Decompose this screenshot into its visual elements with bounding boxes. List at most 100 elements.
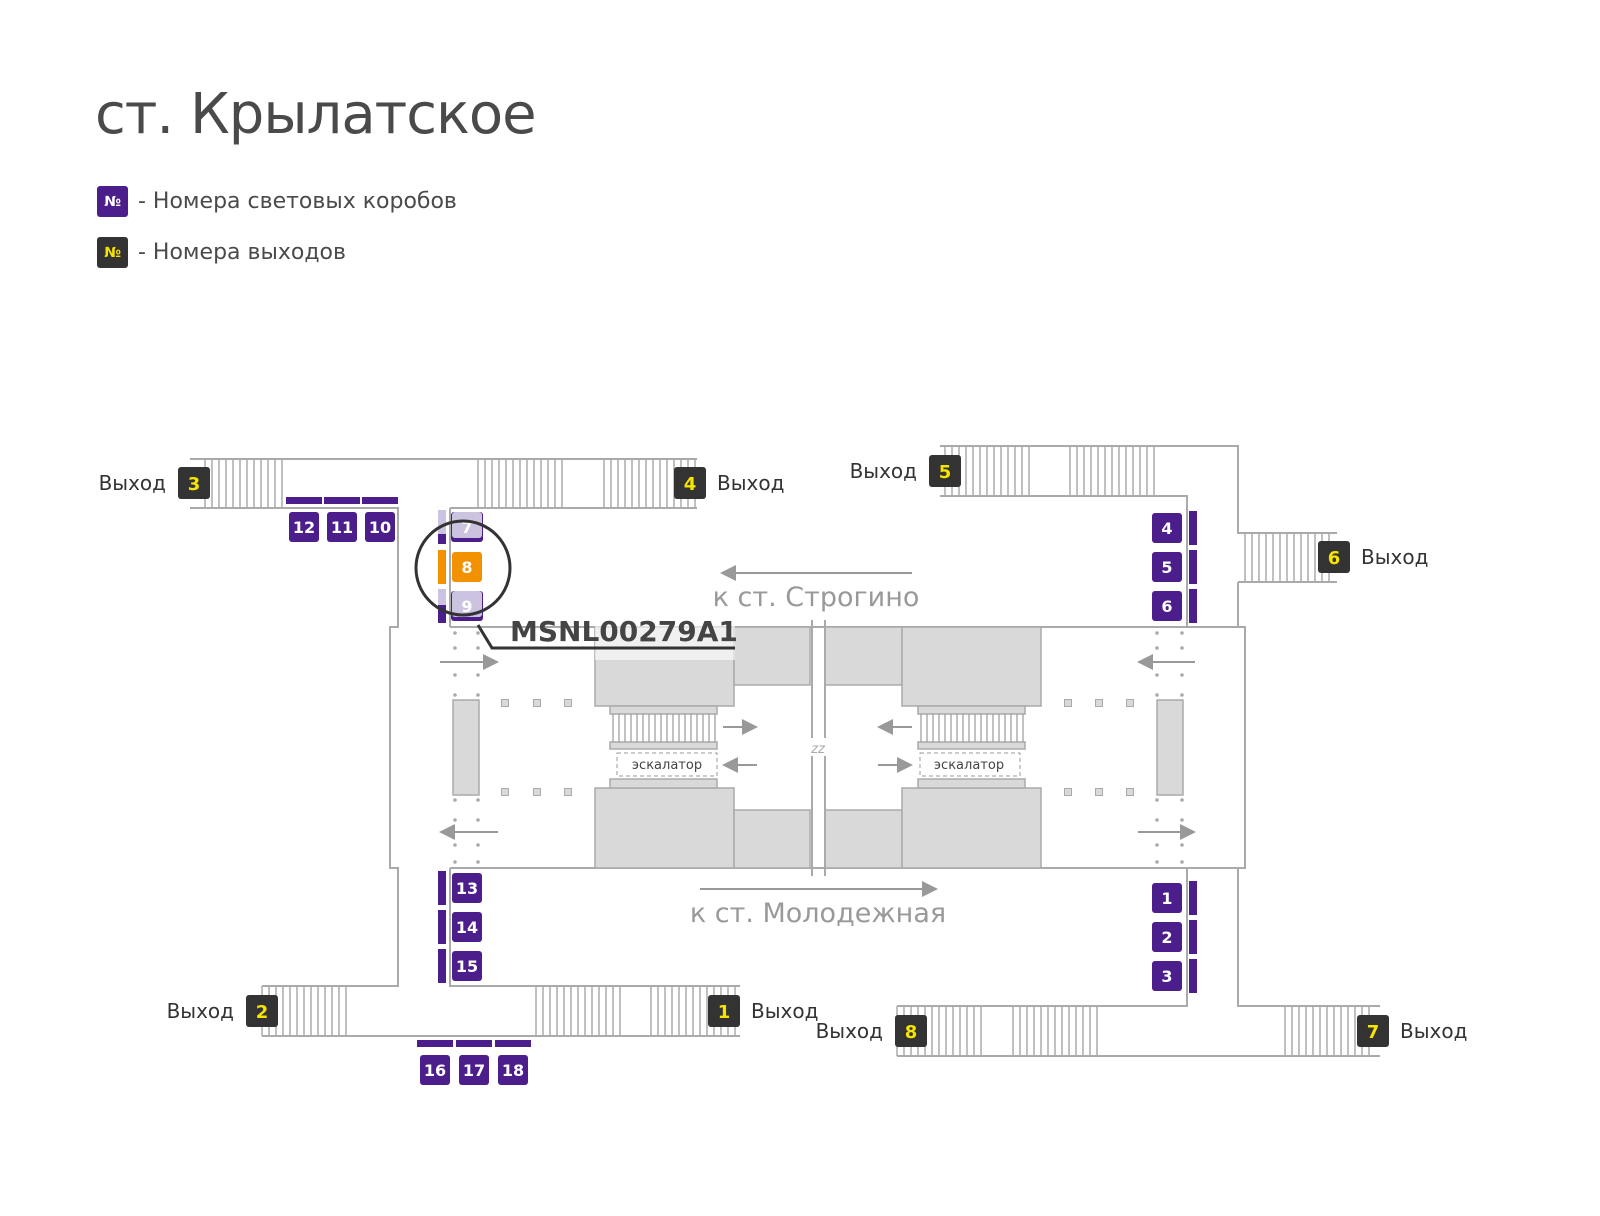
lightbox-number: 5 bbox=[1161, 558, 1172, 577]
lightbox-bar bbox=[438, 910, 446, 944]
lightbox-bar bbox=[438, 589, 446, 623]
lightbox-17[interactable]: 17 bbox=[456, 1040, 492, 1085]
lightbox-number: 11 bbox=[331, 518, 353, 537]
lightbox-16[interactable]: 16 bbox=[417, 1040, 453, 1085]
lightbox-number: 6 bbox=[1161, 597, 1172, 616]
lightbox-bar bbox=[1189, 550, 1197, 584]
exit-8[interactable]: 8 Выход bbox=[816, 1015, 927, 1047]
callout-line bbox=[476, 624, 735, 650]
lightbox-11[interactable]: 11 bbox=[324, 497, 360, 542]
exit-badge bbox=[246, 995, 278, 1027]
lightbox-12[interactable]: 12 bbox=[286, 497, 322, 542]
lightbox-9[interactable]: 9 bbox=[438, 589, 483, 623]
direction-strogino: к ст. Строгино bbox=[713, 582, 920, 613]
lightbox-2[interactable]: 2 bbox=[1152, 920, 1197, 954]
lightbox-number: 14 bbox=[456, 918, 478, 937]
lightbox-legend-swatch: № bbox=[97, 186, 128, 217]
legend-exits: № - Номера выходов bbox=[97, 237, 346, 268]
column bbox=[1064, 788, 1072, 796]
column bbox=[533, 788, 541, 796]
lightbox-number: 1 bbox=[1161, 889, 1172, 908]
escalator-label-right: эскалатор bbox=[934, 758, 1004, 773]
exit-number: 7 bbox=[1367, 1022, 1380, 1043]
exit-number: 1 bbox=[718, 1002, 731, 1023]
column bbox=[1126, 788, 1134, 796]
lightbox-bar bbox=[362, 497, 398, 504]
lightbox-bar bbox=[417, 1040, 453, 1047]
exit-badge bbox=[708, 995, 740, 1027]
column bbox=[564, 788, 572, 796]
lightbox-14[interactable]: 14 bbox=[438, 910, 482, 944]
exit-label: Выход bbox=[850, 459, 917, 483]
legend-label: - Номера выходов bbox=[138, 240, 346, 265]
exit-1[interactable]: 1 Выход bbox=[708, 995, 818, 1027]
exit-label: Выход bbox=[751, 999, 818, 1023]
lightbox-3[interactable]: 3 bbox=[1152, 959, 1197, 993]
center-gap bbox=[806, 738, 831, 756]
exit-badge bbox=[178, 467, 210, 499]
lightbox-bar bbox=[1189, 511, 1197, 545]
lightbox-number: 4 bbox=[1161, 519, 1172, 538]
lightbox-bar bbox=[324, 497, 360, 504]
exit-badge bbox=[1318, 541, 1350, 573]
lightbox-bar bbox=[438, 550, 446, 584]
exit-label: Выход bbox=[1361, 545, 1428, 569]
lightbox-number: 8 bbox=[461, 558, 472, 577]
callout-circle bbox=[414, 519, 512, 617]
exit-number: 8 bbox=[905, 1022, 918, 1043]
callout-code: MSNL00279A1 bbox=[510, 615, 738, 648]
exit-number: 3 bbox=[188, 474, 201, 495]
station-title: ст. Крылатское bbox=[95, 82, 537, 147]
column bbox=[564, 699, 572, 707]
lightbox-4[interactable]: 4 bbox=[1152, 511, 1197, 545]
lightbox-6[interactable]: 6 bbox=[1152, 589, 1197, 623]
lightbox-number: 18 bbox=[502, 1061, 524, 1080]
lightbox-bar bbox=[1189, 959, 1197, 993]
lightbox-bar bbox=[495, 1040, 531, 1047]
exit-badge bbox=[929, 455, 961, 487]
exit-badge bbox=[674, 467, 706, 499]
columns bbox=[501, 699, 1134, 796]
lightbox-18[interactable]: 18 bbox=[495, 1040, 531, 1085]
legend-lightboxes: № - Номера световых коробов bbox=[97, 186, 457, 217]
column bbox=[501, 788, 509, 796]
lightbox-1[interactable]: 1 bbox=[1152, 881, 1197, 915]
lightbox-bar bbox=[438, 949, 446, 983]
platform-blocks bbox=[452, 626, 1184, 869]
lightbox-5[interactable]: 5 bbox=[1152, 550, 1197, 584]
legend-label: - Номера световых коробов bbox=[138, 189, 457, 214]
flow-arrows bbox=[439, 565, 1196, 897]
column bbox=[533, 699, 541, 707]
exit-5[interactable]: 5 Выход bbox=[850, 455, 961, 487]
lightbox-bar bbox=[438, 871, 446, 905]
exit-number: 5 bbox=[939, 462, 952, 483]
lightbox-number: 3 bbox=[1161, 967, 1172, 986]
column bbox=[1126, 699, 1134, 707]
stairs bbox=[204, 446, 1370, 1056]
lightbox-10[interactable]: 10 bbox=[362, 497, 398, 542]
lightbox-number: 10 bbox=[369, 518, 391, 537]
lightbox-bar bbox=[1189, 589, 1197, 623]
direction-molodezhnaya: к ст. Молодежная bbox=[690, 898, 946, 929]
lightbox-8[interactable]: 8 bbox=[438, 550, 482, 584]
column bbox=[1095, 699, 1103, 707]
lightbox-number: 15 bbox=[456, 957, 478, 976]
lightbox-13[interactable]: 13 bbox=[438, 871, 482, 905]
lightbox-number: 12 bbox=[293, 518, 315, 537]
column bbox=[1064, 699, 1072, 707]
lightbox-bar bbox=[286, 497, 322, 504]
column bbox=[501, 699, 509, 707]
exit-label: Выход bbox=[816, 1019, 883, 1043]
lightbox-7[interactable]: 7 bbox=[438, 510, 483, 544]
lightbox-15[interactable]: 15 bbox=[438, 949, 482, 983]
lightbox-number: 2 bbox=[1161, 928, 1172, 947]
lightbox-bar bbox=[1189, 920, 1197, 954]
exit-legend-swatch: № bbox=[97, 237, 128, 268]
lightbox-number: 16 bbox=[424, 1061, 446, 1080]
